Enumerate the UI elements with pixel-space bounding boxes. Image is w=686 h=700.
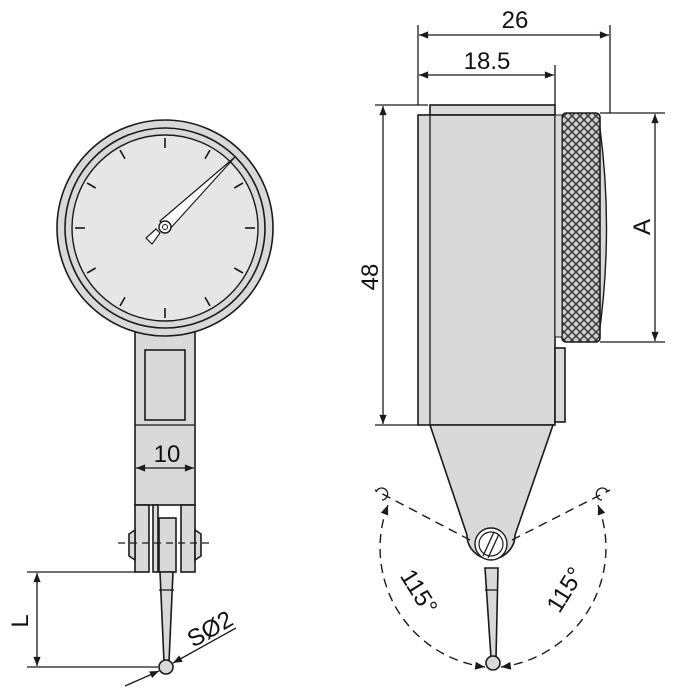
height-dimension: 48 (357, 264, 384, 291)
dial-tick (204, 296, 211, 307)
overall-depth-dimension: 26 (502, 7, 529, 34)
dial-tick (233, 182, 244, 189)
dial-tick (86, 182, 97, 189)
window (144, 349, 186, 421)
dial-tick (119, 296, 126, 307)
dial-tick (86, 267, 97, 274)
knob-dimension: A (629, 219, 656, 235)
dial (56, 119, 274, 337)
knurled-knob (561, 112, 601, 343)
dial-tick (233, 267, 244, 274)
angle-right-label: 115° (542, 563, 590, 618)
body (417, 114, 556, 426)
front-view: 10 L SØ2 (7, 119, 274, 687)
stylus (159, 571, 174, 663)
stem (118, 329, 212, 675)
body-depth-dimension: 18.5 (464, 48, 511, 75)
side-view: 115° 115° 26 18.5 48 A (357, 7, 665, 671)
screw (474, 527, 508, 561)
dial-tick (204, 149, 211, 160)
angle-left-label: 115° (394, 565, 442, 620)
stylus-ball (158, 659, 174, 675)
length-dimension: L (7, 614, 34, 627)
dial-tick (119, 149, 126, 160)
dial-ticks (75, 138, 255, 318)
width-dimension: 10 (154, 441, 181, 468)
ball-diameter-dimension: SØ2 (183, 606, 238, 653)
